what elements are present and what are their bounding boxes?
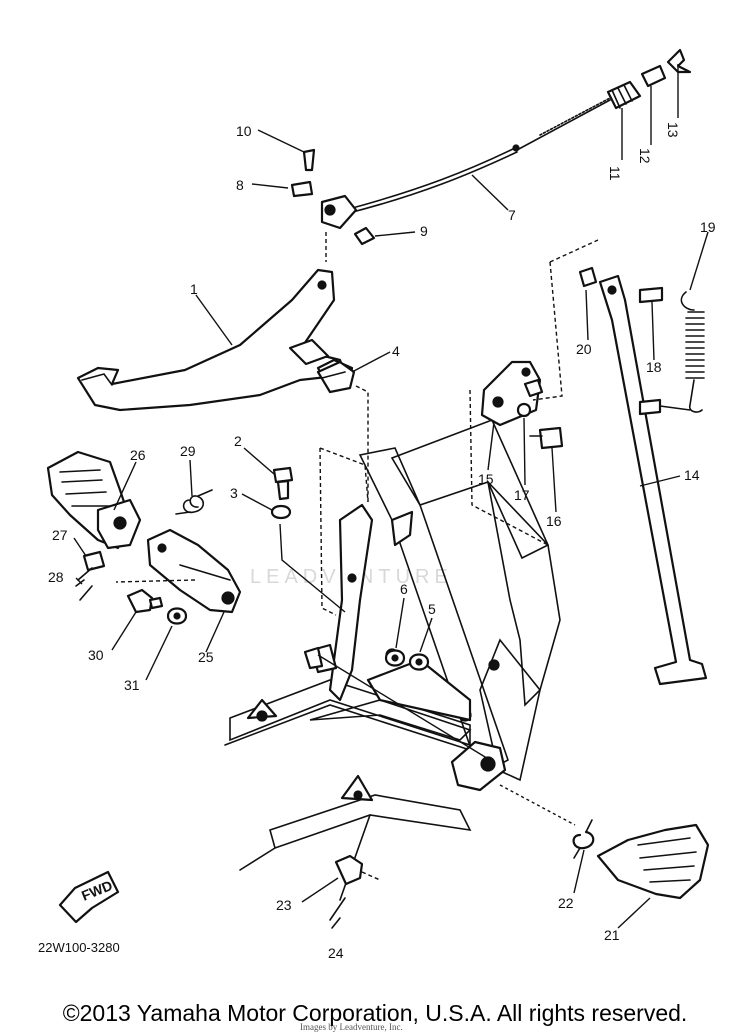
right-footrest: [572, 819, 710, 900]
callout-15: 15: [478, 471, 494, 487]
callout-3: 3: [230, 485, 238, 501]
callout-22: 22: [558, 895, 574, 911]
callout-10: 10: [236, 123, 252, 139]
side-stand: [469, 239, 708, 686]
callout-29: 29: [180, 443, 196, 459]
fwd-arrow: FWD: [58, 870, 120, 924]
pin-23: [329, 854, 381, 929]
callout-28: 28: [48, 569, 64, 585]
drawing-code: 22W100-3280: [38, 940, 120, 955]
leader-lines: [73, 64, 709, 929]
callout-7: 7: [508, 207, 516, 223]
callout-13: 13: [665, 122, 681, 138]
bolt-2: [270, 466, 346, 613]
callout-11: 11: [607, 166, 623, 181]
callout-25: 25: [198, 649, 214, 665]
pivot-bolt: [316, 360, 369, 616]
brake-cable: [344, 48, 692, 215]
copyright-notice: ©2013 Yamaha Motor Corporation, U.S.A. A…: [62, 1000, 688, 1026]
callout-1: 1: [190, 281, 198, 297]
callout-21: 21: [604, 927, 620, 943]
callout-23: 23: [276, 897, 292, 913]
callout-12: 12: [637, 148, 653, 164]
callout-5: 5: [428, 601, 436, 617]
image-credit: Images by Leadventure, Inc.: [300, 1022, 403, 1032]
callout-8: 8: [236, 177, 244, 193]
washers-5-6: [384, 649, 430, 671]
callout-numbers: 10 8 9 7 11 12 13 1 4 19 20 18 2 3 15 17…: [48, 122, 716, 961]
callout-27: 27: [52, 527, 68, 543]
callout-17: 17: [514, 487, 530, 503]
callout-2: 2: [234, 433, 242, 449]
callout-4: 4: [392, 343, 400, 359]
callout-20: 20: [576, 341, 592, 357]
brake-clevis: [290, 148, 376, 246]
callout-26: 26: [130, 447, 146, 463]
callout-6: 6: [400, 581, 408, 597]
callout-31: 31: [124, 677, 140, 693]
callout-18: 18: [646, 359, 662, 375]
callout-16: 16: [546, 513, 562, 529]
callout-24: 24: [328, 945, 344, 961]
callout-19: 19: [700, 219, 716, 235]
callout-14: 14: [684, 467, 700, 483]
callout-30: 30: [88, 647, 104, 663]
callout-9: 9: [420, 223, 428, 239]
left-footrest: [46, 450, 491, 761]
frame: [224, 418, 576, 901]
